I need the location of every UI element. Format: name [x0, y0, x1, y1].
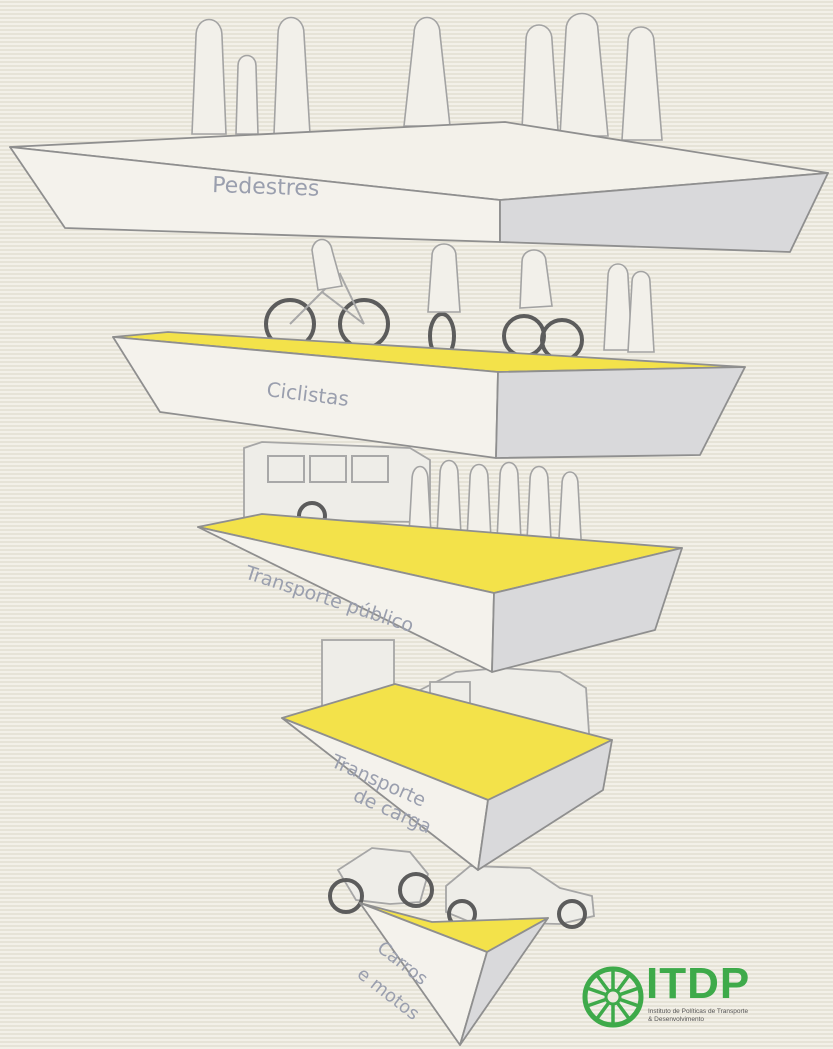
tier-freight: Transporte de carga — [282, 640, 612, 870]
car-icon — [446, 866, 594, 927]
pedestrians-group-left-icon — [192, 18, 310, 135]
logo-subtitle-line1: Instituto de Políticas de Transporte — [648, 1008, 758, 1016]
tier-public-transport: Transporte público — [198, 442, 682, 672]
pedestrians-group-right-icon — [522, 14, 662, 141]
bicycle-front-icon-2 — [504, 250, 582, 360]
motorcycle-icon — [330, 848, 432, 912]
itdp-logo: ITDP Instituto de Políticas de Transport… — [582, 962, 752, 1032]
pedestrian-center-icon — [404, 18, 450, 127]
tier-cars-motorcycles: Carros e motos — [330, 848, 594, 1045]
logo-name: ITDP — [646, 962, 750, 1006]
logo-subtitle: Instituto de Políticas de Transporte & D… — [648, 1008, 758, 1024]
tier-pedestrians: Pedestres — [10, 14, 828, 253]
logo-subtitle-line2: & Desenvolvimento — [648, 1016, 758, 1024]
bicycle-front-icon — [428, 244, 460, 358]
tier-cyclists: Ciclistas — [113, 240, 745, 459]
bicycle-icon — [266, 240, 388, 349]
itdp-globe-icon — [582, 966, 644, 1028]
cyclists-group-icon — [604, 264, 654, 352]
tier-label-pedestrians: Pedestres — [212, 173, 320, 202]
